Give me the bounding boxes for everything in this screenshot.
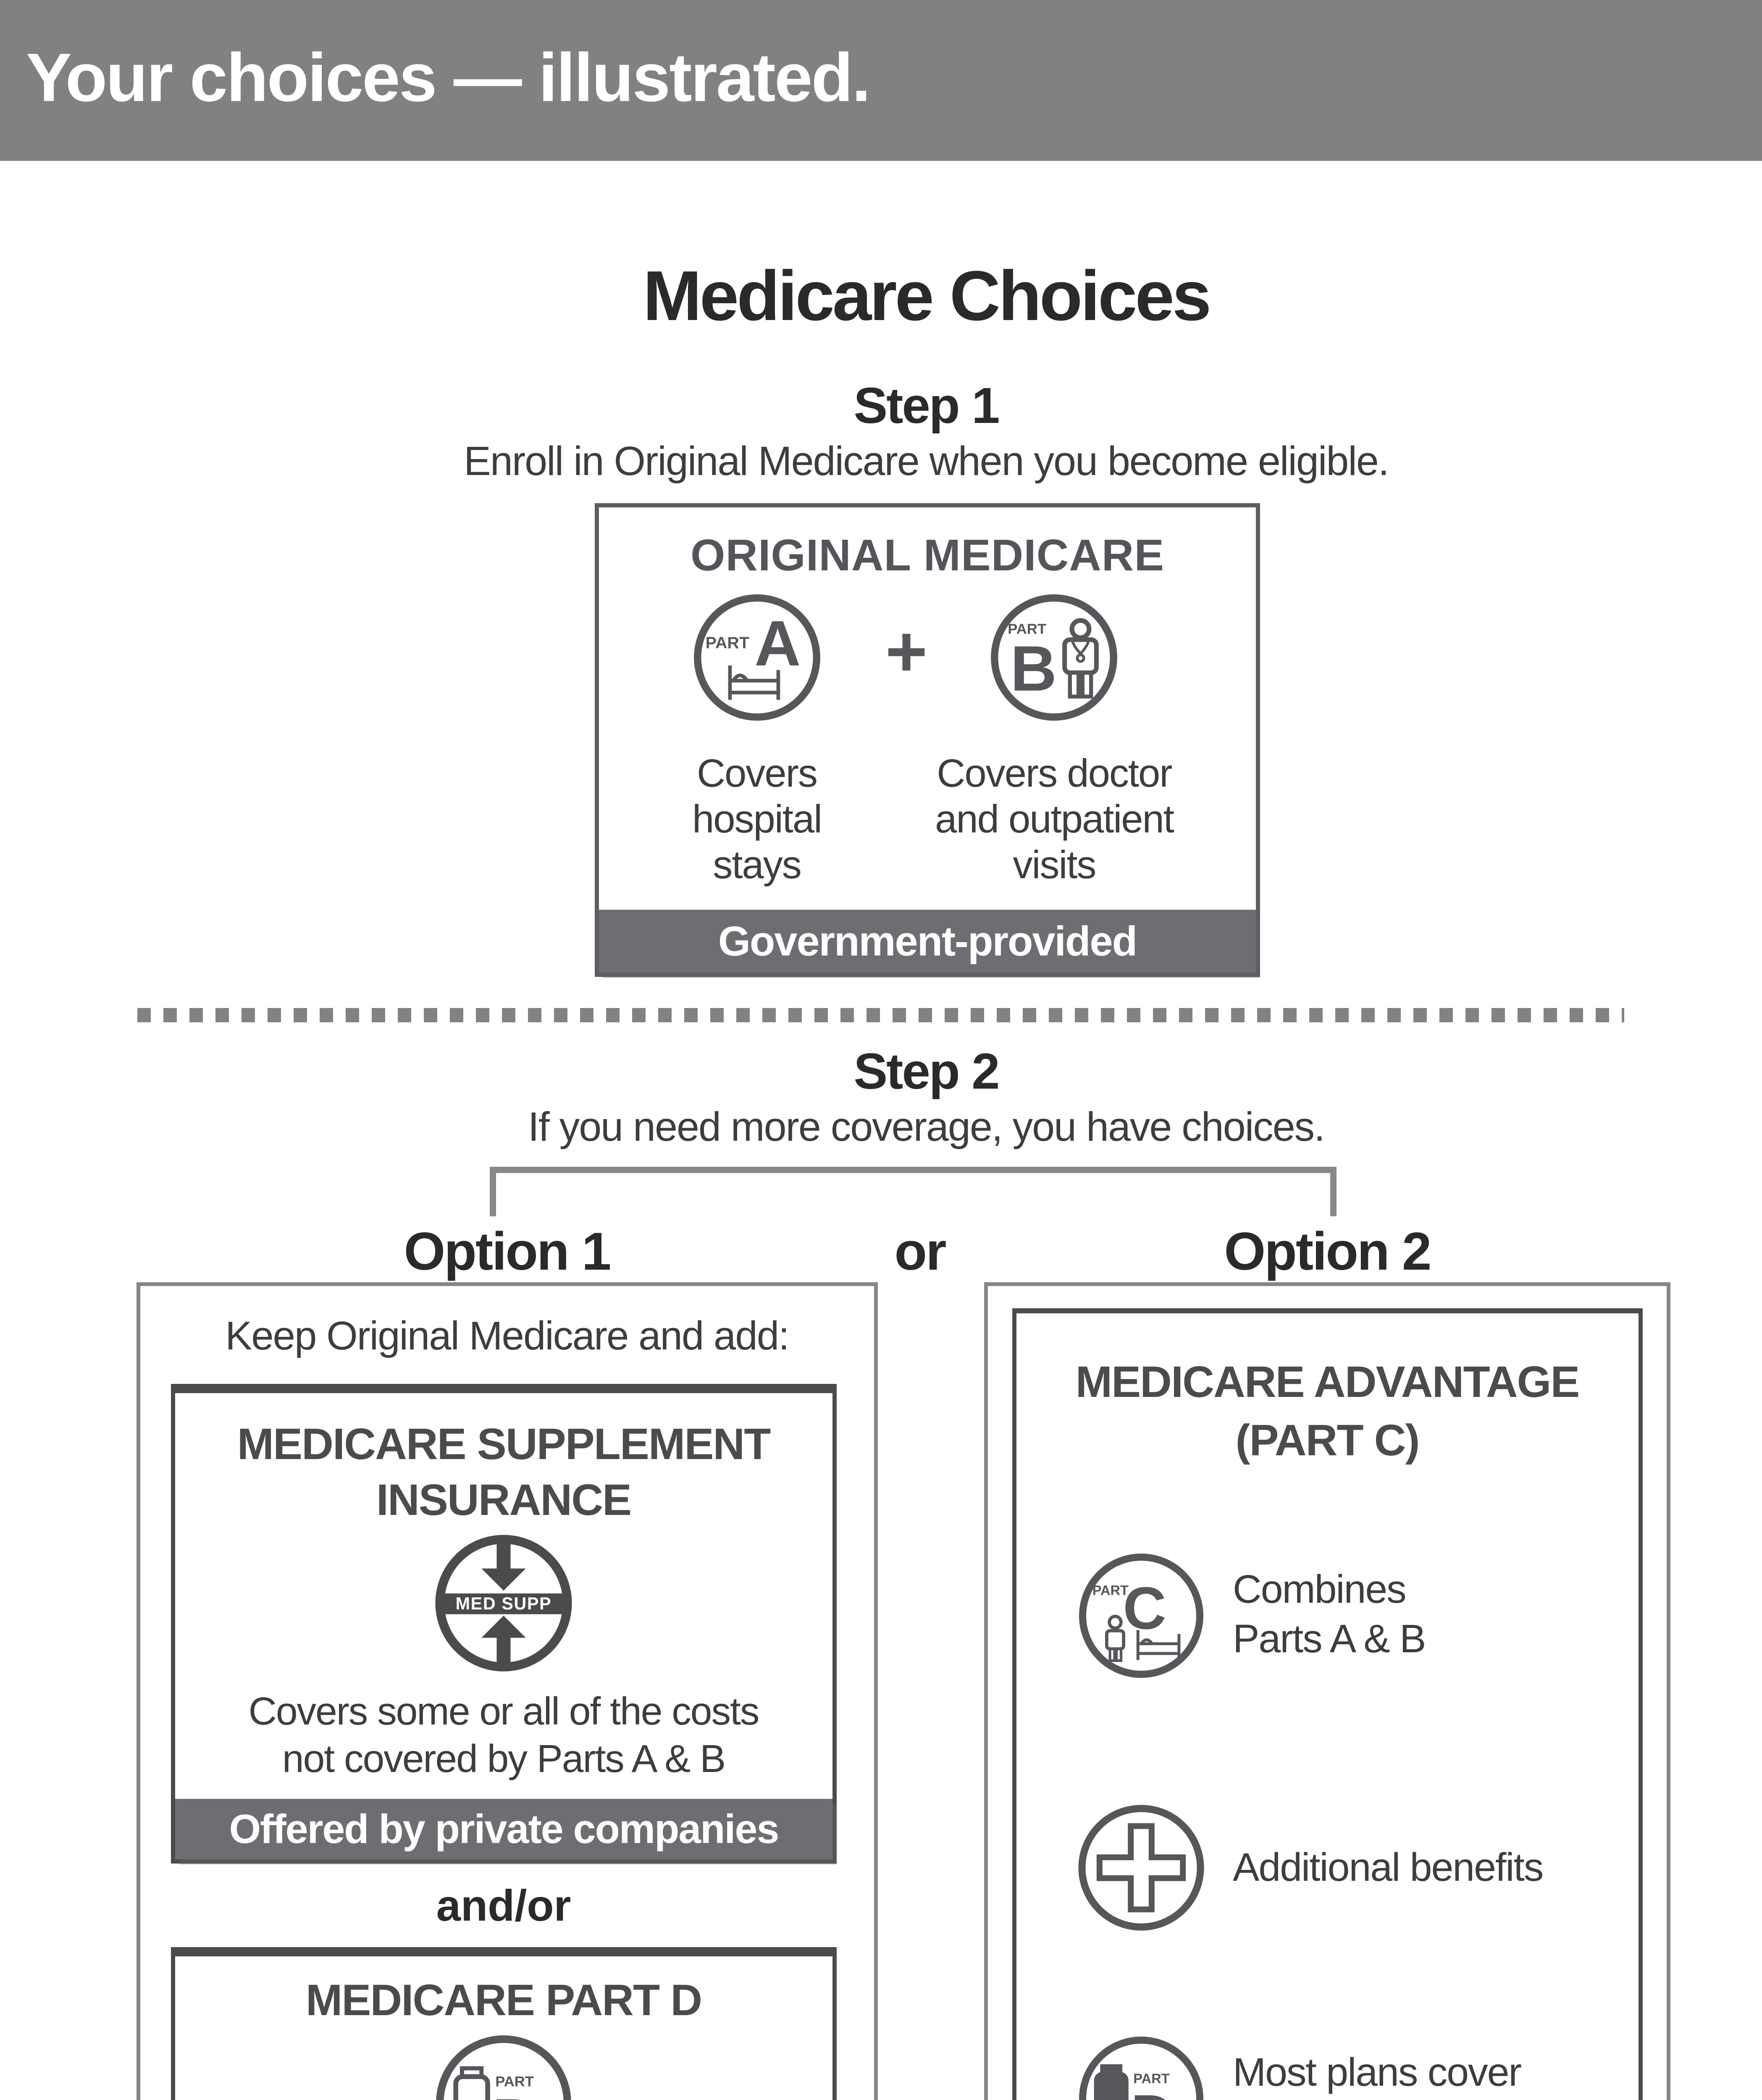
svg-text:C: C [1123,1575,1166,1642]
doctor-person-icon [1062,618,1099,699]
supplement-caption: Covers some or all of the costs not cove… [248,1689,760,1781]
step1-subheading: Enroll in Original Medicare when you bec… [464,438,1389,484]
option1-intro: Keep Original Medicare and add: [225,1313,790,1358]
part-b-part-label: PART [1008,621,1046,637]
svg-text:D: D [1131,2083,1174,2100]
options-bracket-right-tick [1330,1167,1337,1216]
part-b-caption: Covers doctor and outpatient visits [935,751,1174,887]
option1-label: Option 1 [404,1221,611,1281]
options-bracket [490,1167,1337,1173]
part-a-caption: Covers hospital stays [692,751,822,887]
part-a-letter: A [754,608,801,679]
part-d-rx-badge-icon: Rx PART D [1076,2034,1206,2100]
medicare-advantage-box [1012,1308,1643,2100]
med-supp-icon: MED SUPP [434,1534,573,1672]
page-title: Medicare Choices [643,256,1212,335]
or-label: or [894,1221,947,1281]
med-supp-label: MED SUPP [456,1594,552,1613]
top-banner: Your choices — illustrated. [0,0,1762,161]
options-bracket-left-tick [490,1167,496,1216]
original-medicare-title: ORIGINAL MEDICARE [690,530,1165,580]
plus-sign: + [885,611,928,692]
banner-title: Your choices — illustrated. [26,38,871,116]
government-provided-bar: Government-provided [599,910,1256,973]
original-medicare-box [595,503,1260,977]
section-divider [137,1008,1624,1022]
part-d-badge-icon: Rx PART D [434,2034,573,2100]
svg-text:D: D [493,2086,539,2100]
combines-parts-text: Combines Parts A & B [1233,1567,1426,1661]
small-person-icon [1105,1614,1126,1662]
hospital-bed-icon [728,665,780,700]
svg-text:PART: PART [1133,2071,1169,2086]
part-d-title: MEDICARE PART D [305,1976,702,2025]
rx-bottle-filled-icon: Rx [1094,2064,1129,2100]
medicare-supplement-title: MEDICARE SUPPLEMENT INSURANCE [237,1420,771,1525]
part-a-badge-icon: PART A [691,591,823,724]
part-b-letter: B [1011,633,1057,704]
additional-benefits-text: Additional benefits [1233,1845,1544,1890]
svg-text:PART: PART [1092,1583,1129,1598]
plus-circle-icon [1076,1803,1206,1933]
rx-bottle-icon: Rx [453,2066,490,2100]
small-bed-icon [1136,1630,1181,1660]
part-b-badge-icon: PART B [988,591,1120,724]
step2-heading: Step 2 [853,1042,1000,1100]
svg-text:PART: PART [495,2074,534,2090]
supplement-footer-bar: Offered by private companies [175,1799,832,1859]
advantage-title: MEDICARE ADVANTAGE (PART C) [1075,1357,1580,1465]
step2-subheading: If you need more coverage, you have choi… [528,1104,1325,1150]
most-plans-text: Most plans cover prescription drugs [1233,2050,1536,2100]
option2-label: Option 2 [1224,1221,1431,1281]
step1-heading: Step 1 [853,377,1000,434]
andor-connector: and/or [436,1881,571,1930]
part-a-part-label: PART [706,633,749,652]
part-c-badge-icon: PART C [1076,1551,1206,1681]
